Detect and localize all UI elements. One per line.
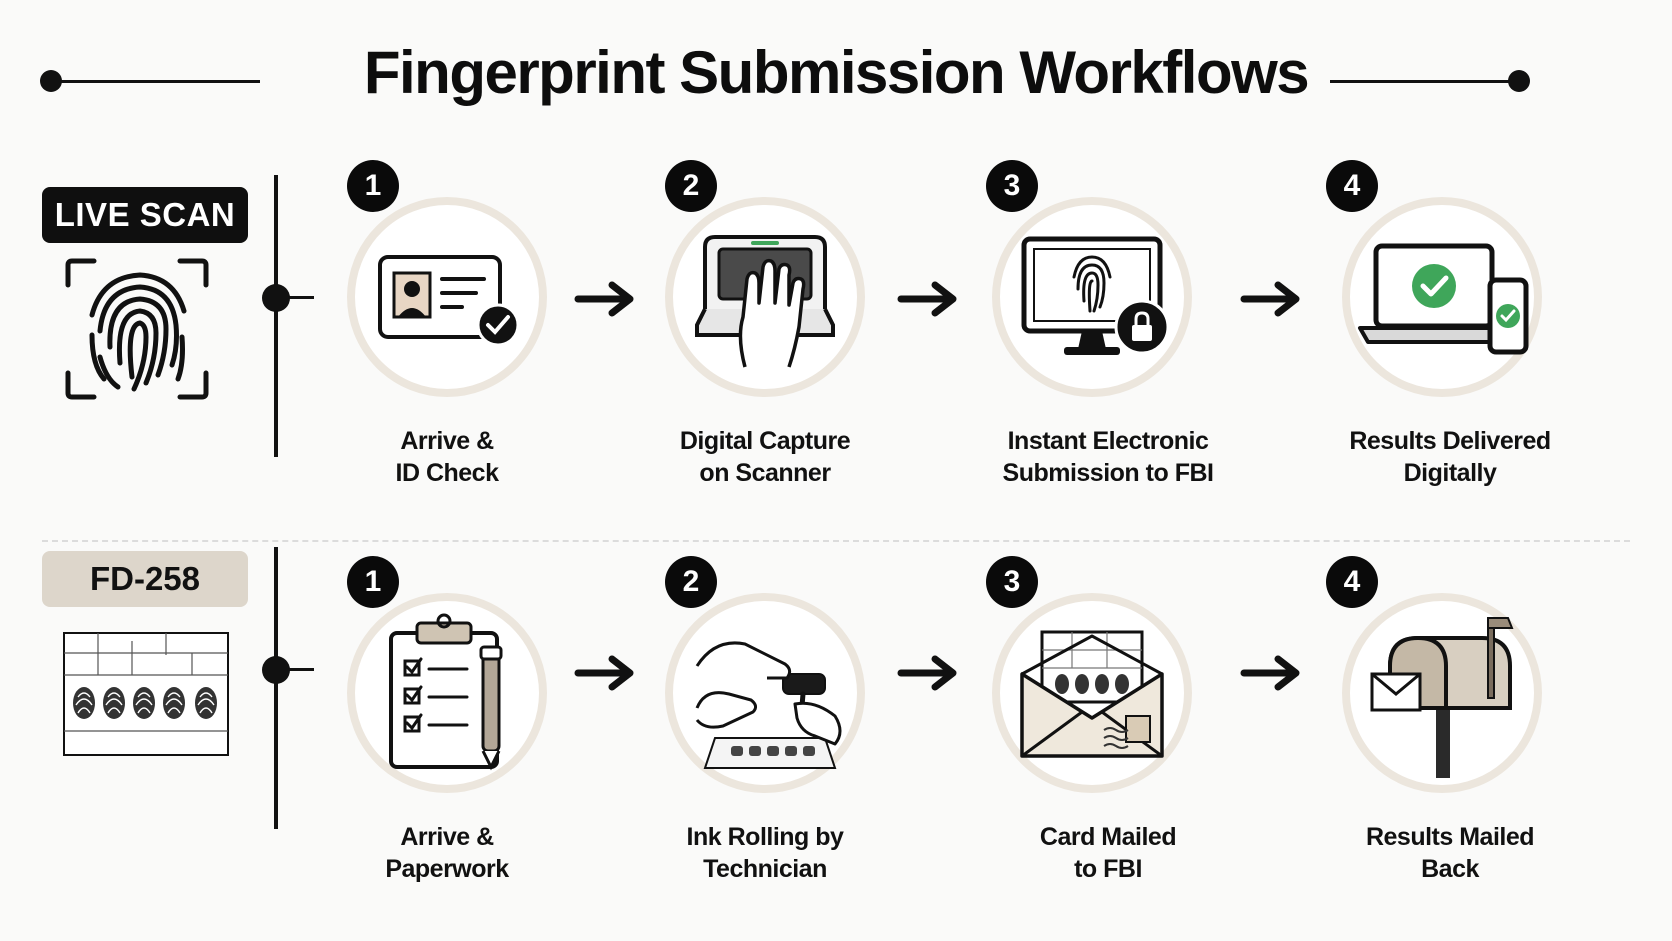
step-number-badge: 4 [1326,160,1378,212]
step-label: Digital Capture on Scanner [679,427,851,487]
step-icon-circle [1342,197,1542,397]
arrow-right-icon [1240,655,1300,691]
step-icon-circle [665,593,865,793]
section-divider [42,540,1630,542]
arrow-right-icon [1240,281,1300,317]
fingerprint-scan-icon [65,258,209,400]
workflow-connector-tick [278,296,314,299]
step-icon-circle [992,197,1192,397]
page-title: Fingerprint Submission Workflows [363,39,1310,106]
monitor-fingerprint-lock-icon [1021,236,1170,355]
step-2: 2 Ink Rolling by Technician [605,556,925,891]
step-label: Results Delivered Digitally [1349,427,1551,487]
step-icon-circle [347,197,547,397]
step-label: Ink Rolling by Technician [686,823,844,883]
step-icon-circle [1342,593,1542,793]
step-4: 4 Results Mailed Back [1290,556,1610,891]
step-4: 4 Results Delivered Digitally [1290,160,1610,495]
step-icon-circle [992,593,1192,793]
clipboard-checklist-icon [389,613,503,771]
step-icon-circle [347,593,547,793]
step-number-badge: 3 [986,160,1038,212]
step-number-badge: 1 [347,160,399,212]
workflow-fd-258: FD-258 1 [0,547,1672,895]
hand-scanner-icon [695,235,835,368]
step-label: Card Mailed to FBI [1039,823,1177,883]
arrow-right-icon [897,655,957,691]
step-number-badge: 2 [665,556,717,608]
step-label: Results Mailed Back [1365,823,1535,883]
step-label: Arrive & Paperwork [385,823,509,883]
step-1: 1 Arrive & Paperwork [287,556,607,891]
laptop-phone-check-icon [1358,243,1529,355]
title-right-rule [1330,80,1520,83]
step-label: Arrive & ID Check [395,427,499,487]
workflow-tag-fd-258: FD-258 [42,551,248,607]
mailbox-icon [1370,617,1514,778]
step-3: 3 Card Mailed to FBI [938,556,1258,891]
step-label: Instant Electronic Submission to FBI [1002,427,1214,487]
envelope-card-icon [1020,630,1164,758]
title-row: Fingerprint Submission Workflows [0,30,1672,120]
workflow-live-scan: LIVE SCAN 1 [0,160,1672,495]
ink-rolling-hands-icon [695,641,842,769]
step-3: 3 Instant Electronic Submission to FBI [938,160,1258,495]
step-number-badge: 3 [986,556,1038,608]
step-2: 2 Digital Capture on Scanner [605,160,925,495]
title-right-dot [1508,70,1530,92]
workflow-connector-line [274,547,278,829]
fingerprint-card-icon [63,632,229,756]
arrow-right-icon [574,655,634,691]
id-card-check-icon [378,255,520,347]
arrow-right-icon [897,281,957,317]
step-number-badge: 2 [665,160,717,212]
title-left-rule [50,80,260,83]
arrow-right-icon [574,281,634,317]
workflow-connector-tick [278,668,314,671]
step-number-badge: 1 [347,556,399,608]
step-number-badge: 4 [1326,556,1378,608]
workflow-connector-line [274,175,278,457]
step-1: 1 Arrive & ID Check [287,160,607,495]
workflow-tag-live-scan: LIVE SCAN [42,187,248,243]
step-icon-circle [665,197,865,397]
